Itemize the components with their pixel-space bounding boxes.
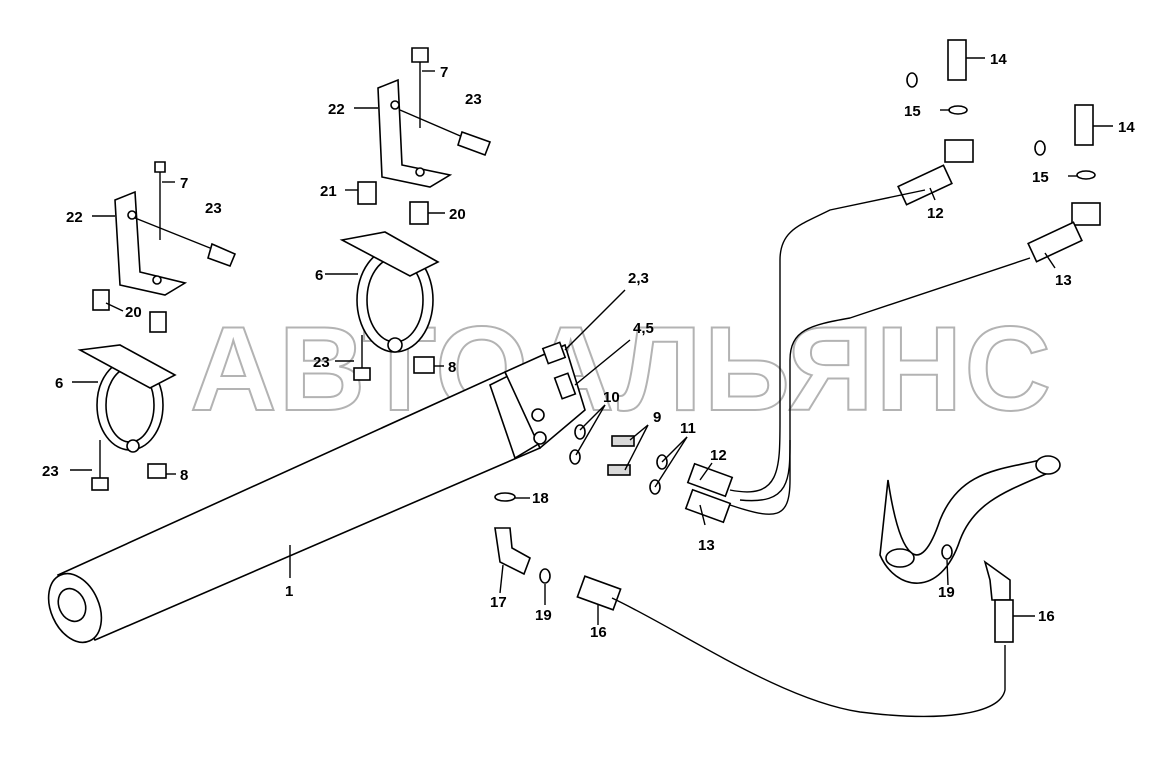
label-23-middle-top: 23 xyxy=(465,91,482,108)
label-19-right: 19 xyxy=(938,584,955,601)
leader-lines xyxy=(70,57,1113,625)
label-23-left-bottom: 23 xyxy=(42,463,59,480)
label-13-lower: 13 xyxy=(698,537,715,554)
label-13-upper: 13 xyxy=(1055,272,1072,289)
label-2-3: 2,3 xyxy=(628,270,649,287)
label-19-left: 19 xyxy=(535,607,552,624)
label-7-left: 7 xyxy=(180,175,188,192)
watermark: АВТОАЛЬЯНС xyxy=(190,302,1053,436)
middle-clamp-assembly xyxy=(339,47,492,381)
label-17: 17 xyxy=(490,594,507,611)
label-22-middle: 22 xyxy=(328,101,345,118)
label-14-right: 14 xyxy=(1118,119,1135,136)
label-15-top: 15 xyxy=(904,103,921,120)
label-12-upper: 12 xyxy=(927,205,944,222)
label-4-5: 4,5 xyxy=(633,320,654,337)
label-10: 10 xyxy=(603,389,620,406)
part-labels: 1 2,3 4,5 10 9 11 12 13 18 17 19 16 19 1… xyxy=(42,51,1135,641)
left-clamp-assembly xyxy=(77,161,237,491)
label-20-middle: 20 xyxy=(449,206,466,223)
hose-lines xyxy=(611,189,1031,718)
label-9: 9 xyxy=(653,409,661,426)
label-23-middle-bottom: 23 xyxy=(313,354,330,371)
label-7-middle: 7 xyxy=(440,64,448,81)
label-22-left: 22 xyxy=(66,209,83,226)
label-16-right: 16 xyxy=(1038,608,1055,625)
label-16-left: 16 xyxy=(590,624,607,641)
cylinder-1 xyxy=(47,341,586,644)
hose-fittings xyxy=(494,39,1101,643)
label-15-right: 15 xyxy=(1032,169,1049,186)
label-1: 1 xyxy=(285,583,293,600)
label-6-left: 6 xyxy=(55,375,63,392)
label-21: 21 xyxy=(320,183,337,200)
label-11: 11 xyxy=(680,420,696,437)
label-8-left: 8 xyxy=(180,467,188,484)
label-20-left: 20 xyxy=(125,304,142,321)
label-23-left-top: 23 xyxy=(205,200,222,217)
label-12-lower: 12 xyxy=(710,447,727,464)
label-6-middle: 6 xyxy=(315,267,323,284)
label-8-middle: 8 xyxy=(448,359,456,376)
label-14-top: 14 xyxy=(990,51,1007,68)
label-18: 18 xyxy=(532,490,549,507)
